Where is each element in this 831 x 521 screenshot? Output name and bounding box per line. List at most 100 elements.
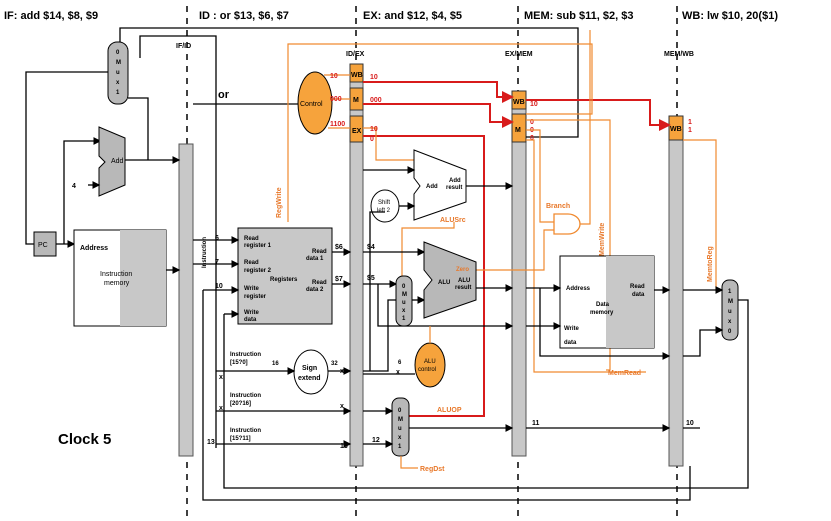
- val-32: 32: [331, 361, 338, 367]
- alusrc-wire: [401, 222, 455, 278]
- val-rd2: $7: [335, 276, 343, 283]
- val-x2: x: [219, 374, 223, 381]
- rd2-2: data 2: [306, 287, 324, 293]
- regdst-label: RegDst: [420, 466, 445, 473]
- val-wb-out: 10: [370, 74, 378, 81]
- wr-1: Write: [244, 286, 260, 292]
- val-rs: 6: [215, 235, 219, 242]
- branch-target-wire: [119, 27, 579, 138]
- rd1-1: Read: [312, 249, 327, 255]
- wb-exmem-memwb-wire: [526, 99, 671, 131]
- memwb-label: MEM/WB: [664, 51, 694, 58]
- control-unit: [297, 71, 333, 135]
- val-x4: x: [340, 403, 344, 410]
- alu-result-1: ALU: [458, 278, 470, 284]
- memread-label: MemRead: [608, 370, 641, 377]
- val-rd: 10: [215, 283, 223, 290]
- muxdst-char: 0: [398, 408, 402, 414]
- sign-extend-2: extend: [298, 375, 321, 382]
- wd-2: data: [244, 317, 257, 323]
- val-10: 10: [686, 420, 694, 427]
- instr150-1: Instruction: [230, 352, 261, 358]
- stage-mem-label: MEM: sub $11, $2, $3: [524, 10, 633, 22]
- stage-id-label: ID : or $13, $6, $7: [199, 10, 289, 22]
- aluop-wire: [363, 135, 485, 417]
- aluop-label: ALUOP: [437, 407, 462, 414]
- dm-address: Address: [566, 286, 591, 292]
- instr1511-2: [15?11]: [230, 436, 251, 442]
- idex-ex-tag: EX: [352, 128, 362, 135]
- muxif-char: M: [116, 60, 121, 66]
- val-m-exmem-c: 0: [530, 135, 534, 142]
- val-11: 11: [532, 420, 540, 427]
- val-m-out: 000: [370, 97, 382, 104]
- muxalu-char: 1: [402, 316, 406, 322]
- alu: [423, 241, 477, 319]
- muxalu-char: x: [402, 308, 406, 314]
- instr2016-1: Instruction: [230, 393, 261, 399]
- val-wb-memwb-b: 1: [688, 127, 692, 134]
- shift-left-2: [370, 189, 400, 223]
- rr2-1: Read: [244, 260, 259, 266]
- stage-ex-label: EX: and $12, $4, $5: [363, 10, 462, 22]
- branch-and-gate: [553, 213, 581, 235]
- sign-extend: [293, 349, 329, 395]
- memwb-register: [668, 115, 684, 467]
- exmem-label: EX/MEM: [505, 51, 533, 58]
- muxif-char: 0: [116, 50, 120, 56]
- mux-to-pc-wire: [25, 71, 108, 245]
- muxwb-char: M: [728, 299, 733, 305]
- memread-wire: [526, 139, 646, 373]
- add-result-1: Add: [449, 178, 461, 184]
- muxwb-char: 0: [728, 329, 732, 335]
- imem-address-label: Address: [80, 245, 108, 252]
- dm-read-2: data: [632, 292, 645, 298]
- exmem-m-field: [511, 113, 527, 143]
- pc4-to-mux-wire: [128, 97, 149, 160]
- memwb-wb-tag: WB: [670, 126, 682, 133]
- rr2-2: register 2: [244, 268, 272, 274]
- val-13b: 13: [340, 443, 348, 450]
- idex-label: ID/EX: [346, 51, 365, 58]
- clock-label: Clock 5: [58, 431, 111, 448]
- stage-if-label: IF: add $14, $8, $9: [4, 10, 98, 22]
- muxalu-char: 0: [402, 284, 406, 290]
- memtoreg-mux: [721, 279, 739, 341]
- if-mux: [107, 41, 129, 105]
- instr1511-1: Instruction: [230, 428, 261, 434]
- data-memory-shade: [606, 256, 654, 348]
- muxdst-char: M: [398, 417, 403, 423]
- branch-adder-label: Add: [426, 184, 438, 190]
- imem-label-2: memory: [104, 280, 130, 287]
- muxif-char: 1: [116, 90, 120, 96]
- sign-extend-1: Sign: [302, 365, 317, 372]
- val-ex-idex: 1100: [330, 121, 345, 128]
- instruction-vertical-label: Instruction: [202, 237, 208, 268]
- shift-label-2: left 2: [377, 208, 391, 214]
- wd-1: Write: [244, 310, 260, 316]
- memwrite-wire: [526, 119, 611, 371]
- muxwb-char: 1: [728, 289, 732, 295]
- rr1-2: register 1: [244, 243, 272, 249]
- wr-2: register: [244, 294, 267, 300]
- val-x5: x: [396, 369, 400, 376]
- or-label: or: [218, 89, 230, 101]
- control-label: Control: [300, 101, 323, 108]
- imm-to-shift-wire: [369, 211, 385, 371]
- m-idex-exmem-wire: [363, 103, 514, 128]
- aluctl-1: ALU: [424, 359, 436, 365]
- pc-src-wire: [139, 35, 217, 448]
- alu-label: ALU: [438, 280, 450, 286]
- alu-control: [414, 342, 446, 388]
- imm-to-mux-wire: [363, 299, 396, 372]
- idex-ex-field: [349, 115, 364, 143]
- dm-read-1: Read: [630, 284, 645, 290]
- alu-result-2: result: [455, 285, 471, 291]
- memtoreg-wire: [683, 139, 725, 291]
- muxif-char: x: [116, 80, 120, 86]
- rd2-1: Read: [312, 280, 327, 286]
